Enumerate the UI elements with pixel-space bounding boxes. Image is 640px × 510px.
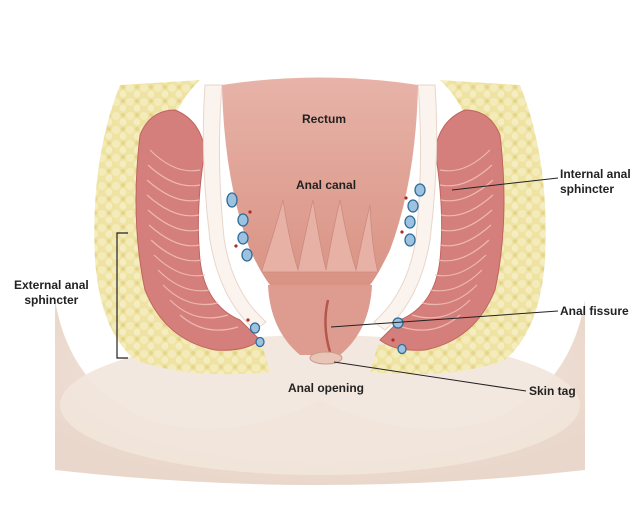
anal-canal-lower <box>268 285 372 355</box>
internal-sphincter-leader <box>451 177 559 191</box>
external-sphincter-label: External anal sphincter <box>14 278 89 307</box>
blood-vessel-icon <box>237 213 249 227</box>
external-sphincter-bracket <box>116 232 128 359</box>
blood-vessel-icon <box>226 192 238 208</box>
vessels-right <box>391 183 426 355</box>
tissue-band-right <box>373 84 438 331</box>
vessels-left <box>226 192 265 348</box>
blood-vessel-icon <box>255 336 265 348</box>
blood-vessel-icon <box>249 322 261 334</box>
internal-sphincter-label: Internal anal sphincter <box>560 167 631 196</box>
anal-columns <box>261 199 379 273</box>
anal-fissure-label: Anal fissure <box>560 304 629 318</box>
blood-vessel-icon <box>237 231 249 245</box>
blood-vessel-icon <box>407 199 419 213</box>
blood-vessel-icon <box>404 233 416 247</box>
anal-canal-label: Anal canal <box>296 178 357 192</box>
muscle-striations-left <box>146 149 239 331</box>
anal-fissure <box>324 299 332 353</box>
anal-fissure-leader <box>330 310 559 328</box>
skin-tag-label: Skin tag <box>529 384 576 398</box>
blood-vessel-icon <box>397 343 407 355</box>
leader-lines <box>330 177 559 392</box>
muscle-striations-right <box>401 149 494 331</box>
blood-vessel-icon <box>241 248 253 262</box>
blood-vessel-icon <box>404 215 416 229</box>
anal-opening-label: Anal opening <box>288 381 364 395</box>
blood-vessel-icon <box>414 183 426 197</box>
skin-tag-leader <box>333 361 527 392</box>
rectum-label: Rectum <box>302 112 347 126</box>
skin-tag <box>309 351 343 365</box>
tissue-band-left <box>202 84 267 331</box>
